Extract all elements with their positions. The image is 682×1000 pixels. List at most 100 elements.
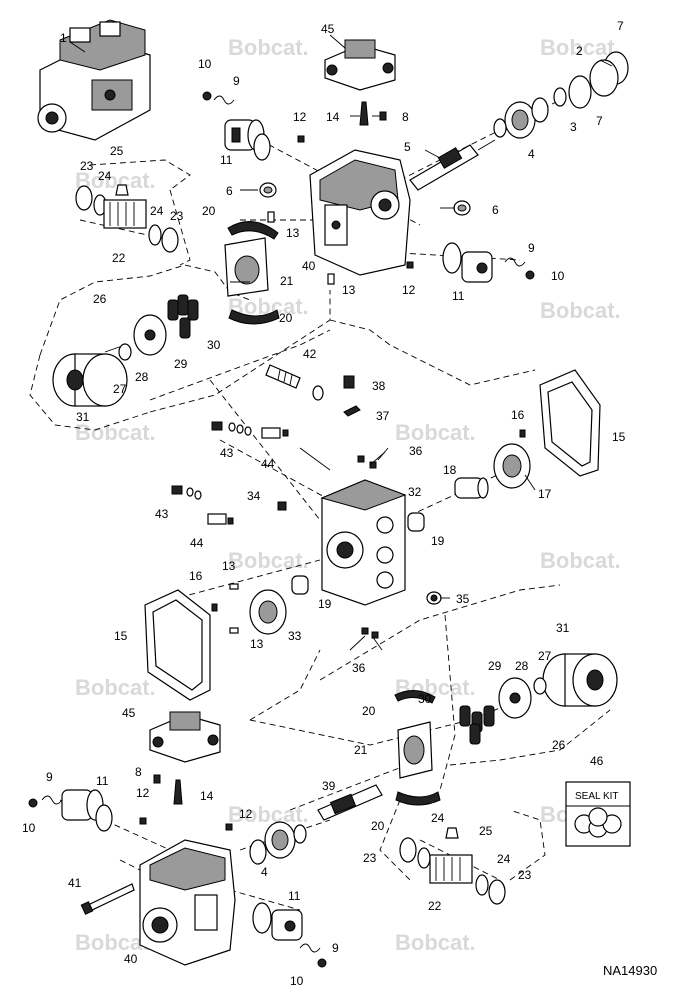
seal-kit-box: SEAL KIT [565,781,631,847]
screw [317,958,327,968]
callout-26: 26 [552,738,566,752]
callout-35: 35 [456,592,470,606]
swashplate-bearing [395,791,441,806]
callout-4: 4 [261,865,268,879]
callout-4: 4 [528,147,535,161]
callout-28: 28 [135,370,149,384]
watermark: Bobcat. [395,420,476,445]
callout-2: 2 [576,44,583,58]
plug [453,200,471,216]
orifice [153,774,161,784]
shaft-bearing [249,821,307,865]
plug [277,501,287,511]
callout-19: 19 [318,597,332,611]
spring-clip [299,943,321,953]
valve-plate [249,589,287,635]
callout-45: 45 [321,22,335,36]
pump-housing-upper [309,149,411,276]
swashplate-bearing [394,690,436,704]
drive-shaft [409,139,496,191]
callout-20: 20 [202,204,216,218]
callout-14: 14 [326,110,340,124]
callout-44: 44 [190,536,204,550]
watermark: Bobcat. [540,548,621,573]
callout-20: 20 [371,819,385,833]
callout-23: 23 [518,868,532,882]
callout-19: 19 [431,534,445,548]
swashplate [397,721,433,779]
callout-7: 7 [596,114,603,128]
callout-16: 16 [189,569,203,583]
callout-17: 17 [538,487,552,501]
callout-24: 24 [150,204,164,218]
dowel-pin [327,273,335,285]
watermark: Bobcat. [228,802,309,827]
callout-11: 11 [96,774,109,788]
callout-24: 24 [497,852,511,866]
callout-30: 30 [418,692,432,706]
callout-labels: 1 45 7 2 10 9 3 7 14 8 12 5 4 25 11 23 2… [22,19,626,988]
callout-36: 36 [409,444,423,458]
callout-46: 46 [590,754,604,768]
spring-clip [41,795,63,805]
callout-22: 22 [112,251,126,265]
callout-6: 6 [492,203,499,217]
callout-27: 27 [538,649,552,663]
callout-30: 30 [207,338,221,352]
bolt [80,883,135,915]
callout-9: 9 [332,941,339,955]
bushing [454,477,489,499]
spring-clip [213,95,235,105]
callout-14: 14 [200,789,214,803]
bushing [407,512,425,532]
callout-8: 8 [402,110,409,124]
screw [28,798,38,808]
callout-42: 42 [303,347,317,361]
check-valve-pin [173,779,183,805]
callout-10: 10 [551,269,565,283]
callout-31: 31 [76,410,90,424]
callout-23: 23 [363,851,377,865]
callout-leaders [69,34,613,651]
watermark: Bobcat. [75,420,156,445]
callout-9: 9 [46,770,53,784]
callout-8: 8 [135,765,142,779]
pin [406,261,414,269]
watermark: Bobcat. [228,548,309,573]
watermark: Bobcat. [540,35,621,60]
dowel-pin [229,627,239,634]
screw [202,91,212,101]
callout-40: 40 [124,952,138,966]
callout-32: 32 [408,485,422,499]
callout-36: 36 [352,661,366,675]
check-valve-pin [359,101,369,126]
callout-43: 43 [220,446,234,460]
callout-12: 12 [136,786,150,800]
pin [225,823,233,831]
callout-11: 11 [452,289,465,303]
callout-21: 21 [354,743,368,757]
callout-16: 16 [511,408,525,422]
callout-37: 37 [376,409,390,423]
callout-33: 33 [288,629,302,643]
check-valve [207,513,234,525]
callout-31: 31 [556,621,570,635]
callout-20: 20 [279,311,293,325]
callout-9: 9 [233,74,240,88]
pump-assembly [37,19,151,141]
callout-25: 25 [479,824,493,838]
callout-18: 18 [443,463,457,477]
pin [519,429,526,438]
servo-piston [61,789,113,832]
callout-22: 22 [428,899,442,913]
callout-13: 13 [342,283,356,297]
callout-3: 3 [570,120,577,134]
callout-12: 12 [293,110,307,124]
valve-plug [211,421,252,436]
callout-29: 29 [488,659,502,673]
screw [371,631,379,639]
callout-13: 13 [250,637,264,651]
center-section-block [320,479,407,606]
callout-25: 25 [110,144,124,158]
callout-15: 15 [612,430,626,444]
